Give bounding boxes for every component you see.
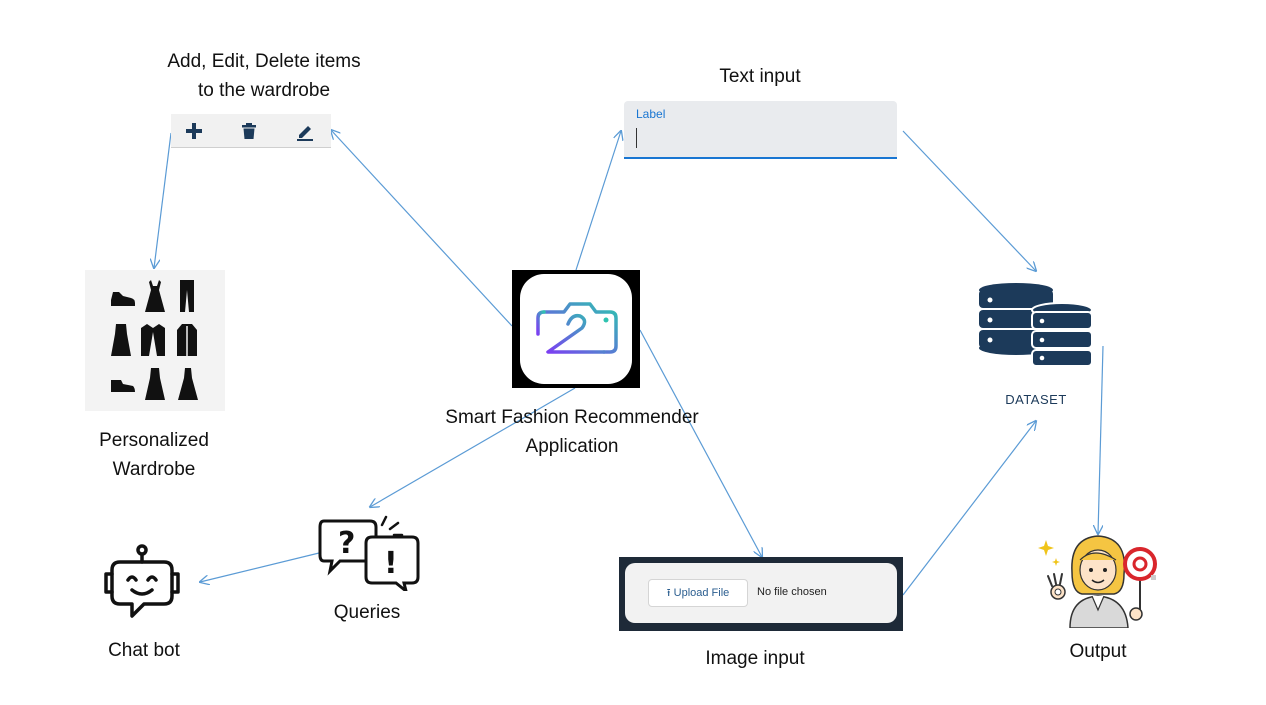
output-caption: Output	[1069, 641, 1127, 662]
svg-text:?: ?	[338, 526, 355, 561]
chatbot-caption: Chat bot	[108, 640, 180, 661]
dress-icon	[178, 368, 198, 400]
robot-icon	[104, 544, 180, 618]
shoe-icon	[111, 380, 135, 392]
database-icon	[979, 283, 1093, 367]
upload-file-button[interactable]: ⭱ Upload File	[648, 579, 748, 607]
arrow-dataset-to-output	[1098, 345, 1104, 534]
toolbar-caption: Add, Edit, Delete items to the wardrobe	[167, 51, 361, 101]
trash-icon[interactable]	[238, 120, 260, 142]
edit-icon[interactable]	[294, 120, 316, 142]
arrow-text-input-to-dataset	[902, 130, 1036, 271]
app-caption: Smart Fashion Recommender Application	[445, 407, 699, 457]
arrow-toolbar-to-wardrobe	[154, 132, 172, 268]
text-input-caption: Text input	[719, 66, 801, 87]
text-input-label: Label	[636, 107, 666, 121]
plus-icon[interactable]	[183, 120, 205, 142]
wardrobe-toolbar	[171, 114, 331, 148]
pants-icon	[180, 280, 194, 312]
image-input-panel: ⭱ Upload File No file chosen	[619, 557, 903, 631]
arrow-queries-to-chatbot	[200, 552, 320, 582]
upload-button-label: Upload File	[673, 587, 730, 599]
person-ok-sign-icon	[1038, 535, 1157, 628]
queries-caption: Queries	[333, 602, 401, 623]
jacket-icon	[177, 324, 197, 356]
text-caret	[636, 128, 637, 148]
svg-text:!: !	[384, 546, 398, 581]
sneaker-icon	[111, 292, 135, 306]
wardrobe-grid	[85, 270, 225, 411]
app-logo	[512, 270, 640, 388]
arrow-app-to-image-input	[639, 329, 762, 557]
hanger-camera-icon	[536, 302, 618, 354]
dress-icon	[145, 368, 165, 400]
dataset-label: DATASET	[1005, 392, 1067, 407]
image-input-caption: Image input	[705, 648, 805, 669]
upload-icon: ⭱	[666, 587, 671, 599]
text-input-field[interactable]: Label	[624, 101, 897, 159]
suit-icon	[141, 324, 165, 356]
dress-icon	[145, 280, 165, 312]
dress-icon	[111, 324, 131, 356]
file-status: No file chosen	[757, 586, 827, 598]
wardrobe-caption: Personalized Wardrobe	[99, 430, 209, 480]
arrow-app-to-toolbar	[331, 130, 513, 327]
arrow-app-to-text-input	[575, 131, 621, 271]
arrow-image-input-to-dataset	[902, 421, 1036, 596]
question-exclamation-bubbles-icon: ? !	[318, 515, 420, 591]
arrow-app-to-queries	[370, 387, 576, 507]
